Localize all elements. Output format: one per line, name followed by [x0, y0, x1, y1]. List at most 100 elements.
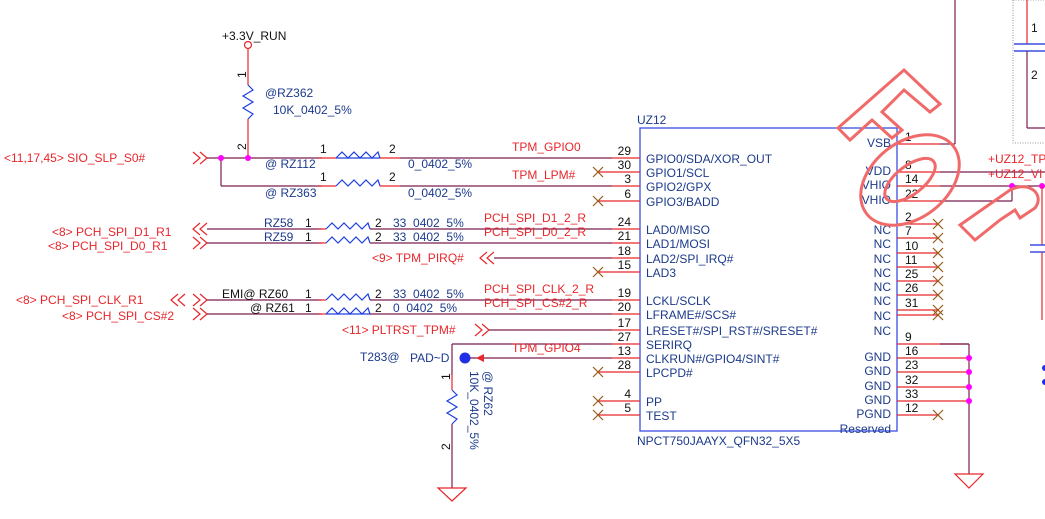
pin-name: NC: [874, 223, 892, 237]
pin-name: GPIO0/SDA/XOR_OUT: [646, 152, 773, 166]
resistor-value: 0_0402_5%: [408, 157, 472, 171]
pin-number: 26: [905, 281, 919, 295]
offpage-arrow-icon: [481, 323, 490, 337]
resistor-rz60: [325, 292, 371, 301]
chip-part-number: NPCT750JAAYX_QFN32_5X5: [637, 434, 801, 448]
net-pch-spi-d1-2-r: PCH_SPI_D1_2_R: [484, 211, 586, 225]
resistor-rz61: [325, 306, 371, 315]
testpad-label: PAD~D: [410, 351, 450, 365]
pin-number: 15: [618, 258, 632, 272]
offpage-tpm-pirq: <9> TPM_PIRQ#: [372, 251, 464, 265]
pin-number: 16: [905, 344, 919, 358]
chip-ref: UZ12: [637, 113, 667, 127]
offpage-pch-spi-d0: <8> PCH_SPI_D0_R1: [48, 239, 168, 253]
net-tpm-gpio4: TPM_GPIO4: [512, 341, 581, 355]
pin-number: 31: [905, 296, 919, 310]
pin-number: 33: [905, 387, 919, 401]
resistor-value: 0_0402_5%: [393, 301, 457, 315]
offpage-arrow-icon: [192, 151, 201, 165]
no-connect-icon: [932, 304, 944, 316]
no-connect-icon: [592, 395, 604, 407]
pin-name: PGND: [856, 407, 891, 421]
pin-number: 30: [618, 158, 632, 172]
net-pch-spi-clk-2-r: PCH_SPI_CLK_2_R: [484, 282, 594, 296]
junction-dot: [966, 398, 972, 404]
offpage-pch-spi-d1: <8> PCH_SPI_D1_R1: [52, 225, 172, 239]
pin-name: LCKL/SCLK: [646, 294, 711, 308]
power-rail-symbol: [243, 40, 253, 50]
pin-name: VSB: [867, 136, 891, 150]
no-connect-icon: [592, 195, 604, 207]
offpage-arrow-icon: [199, 236, 208, 250]
offpage-arrow-icon: [486, 251, 495, 265]
pin-number: 1: [1031, 21, 1038, 35]
offpage-arrow-icon: [199, 222, 208, 236]
pin-number: 1: [305, 287, 312, 301]
resistor-value: 33_0402_5%: [393, 230, 464, 244]
pin-name: GPIO1/SCL: [646, 166, 710, 180]
offpage-arrow-icon: [479, 251, 488, 265]
net-pch-spi-d0-2-r: PCH_SPI_D0_2_R: [484, 225, 586, 239]
pin-number: 2: [1031, 68, 1038, 82]
offpage-arrow-icon: [192, 293, 201, 307]
chip-uz12: [639, 127, 898, 432]
pin-name: GPIO3/BADD: [646, 195, 720, 209]
pin-number: 1: [320, 170, 327, 184]
pin-name: VDD: [866, 164, 892, 178]
pin-number: 18: [618, 244, 632, 258]
pin-name: GND: [864, 364, 891, 378]
junction-dot: [966, 369, 972, 375]
junction-dot: [245, 155, 251, 161]
pin-number: 3: [624, 172, 631, 186]
ground-icon: [436, 487, 468, 502]
net-uz12-v: +UZ12_VI: [988, 167, 1042, 181]
resistor-ref: @ RZ112: [265, 157, 316, 171]
pin-number: 2: [375, 301, 382, 315]
no-connect-icon: [932, 247, 944, 259]
no-connect-icon: [932, 275, 944, 287]
chip-left-pins: 29GPIO0/SDA/XOR_OUT30GPIO1/SCL3GPIO2/GPX…: [592, 144, 818, 423]
pin-number: 5: [624, 401, 631, 415]
no-connect-icon: [932, 409, 944, 421]
pin-number: 28: [618, 358, 632, 372]
pin-number: 13: [618, 344, 632, 358]
resistor-value: 33_0402_5%: [393, 216, 464, 230]
partial-mark: [1042, 379, 1045, 385]
watermark: [835, 67, 1040, 243]
resistor-rz62: [445, 389, 459, 425]
pin-name: NC: [874, 237, 892, 251]
offpage-arrow-icon: [192, 236, 201, 250]
pin-number: 1: [439, 373, 453, 380]
pin-name: NC: [874, 280, 892, 294]
offpage-arrow-icon: [199, 151, 208, 165]
resistor-value: 10K_0402_5%: [467, 371, 481, 450]
pin-number: 25: [905, 267, 919, 281]
pin-name: SERIRQ: [646, 338, 692, 352]
pin-name: VHIO: [862, 178, 891, 192]
net-tpm-lpm: TPM_LPM#: [512, 168, 576, 182]
ground-icon: [953, 473, 985, 489]
test-pad: [459, 352, 471, 364]
power-rail-label: +3.3V_RUN: [222, 29, 286, 43]
junction-dot: [218, 155, 224, 161]
pin-number: 2: [389, 170, 396, 184]
net-tpm-gpio0: TPM_GPIO0: [512, 140, 581, 154]
pin-name: LAD0/MISO: [646, 223, 710, 237]
no-connect-icon: [932, 232, 944, 244]
offpage-arrow-icon: [192, 222, 201, 236]
pin-number: 1: [320, 142, 327, 156]
offpage-arrow-icon: [170, 293, 179, 307]
resistor-rz112: [335, 150, 381, 159]
